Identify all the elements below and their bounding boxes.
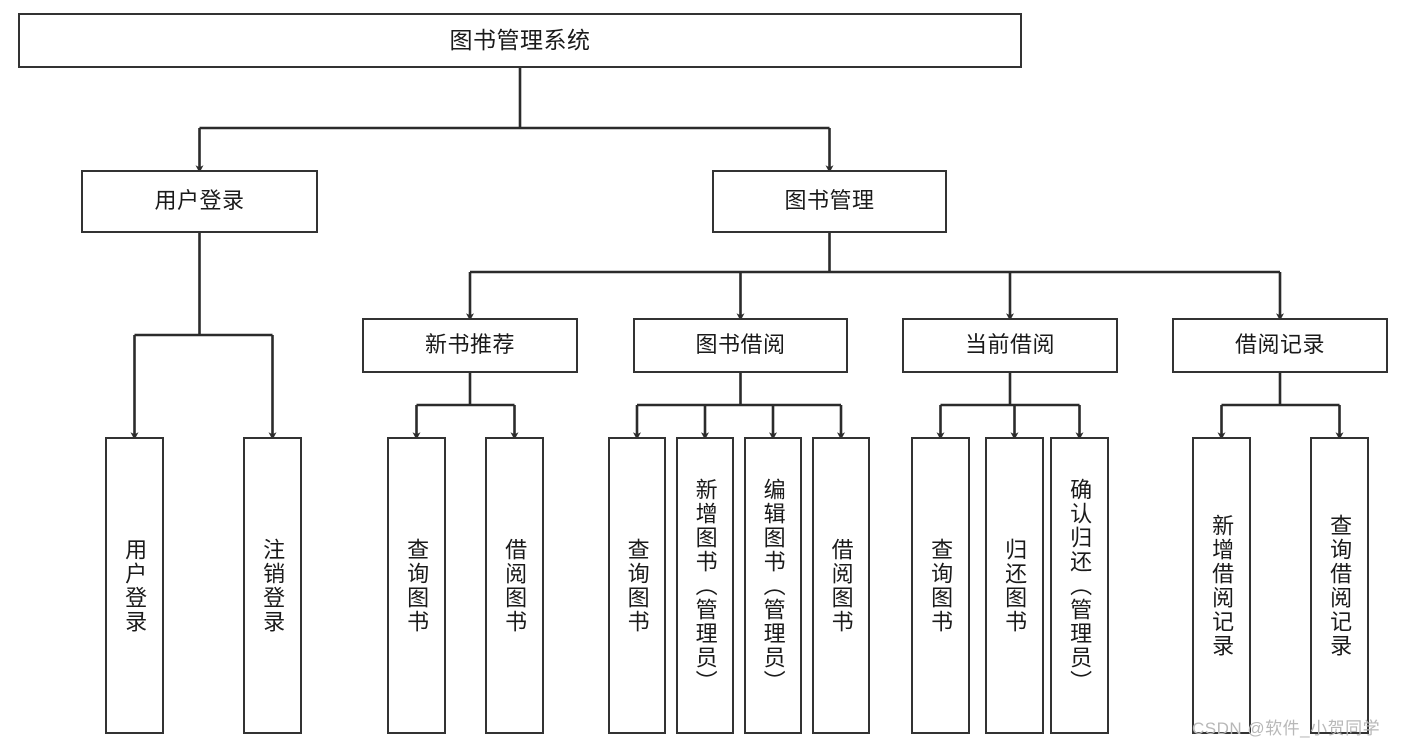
csdn-watermark: CSDN @软件_小贺同学 [1192, 719, 1381, 738]
node-leaf-user-login[interactable]: 用户登录 [105, 437, 164, 734]
node-label: 新书推荐 [424, 332, 515, 358]
node-newbook[interactable]: 新书推荐 [362, 318, 578, 373]
node-label: 新增图书（管理员） [692, 477, 718, 694]
node-label: 查询借阅记录 [1327, 513, 1353, 658]
node-label: 注销登录 [260, 537, 286, 634]
node-label: 借阅记录 [1234, 332, 1325, 358]
node-label: 用户登录 [122, 537, 148, 634]
node-label: 图书借阅 [695, 332, 786, 358]
node-borrow[interactable]: 图书借阅 [633, 318, 848, 373]
node-label: 查询图书 [928, 537, 954, 634]
node-leaf-query-book-3[interactable]: 查询图书 [911, 437, 970, 734]
node-label: 图书管理系统 [449, 26, 591, 53]
node-leaf-add-book[interactable]: 新增图书（管理员） [676, 437, 734, 734]
node-records[interactable]: 借阅记录 [1172, 318, 1388, 373]
node-leaf-borrow-book-2[interactable]: 借阅图书 [812, 437, 870, 734]
node-label: 图书管理 [784, 188, 875, 214]
node-label: 当前借阅 [964, 332, 1055, 358]
node-label: 查询图书 [404, 537, 430, 634]
node-current[interactable]: 当前借阅 [902, 318, 1118, 373]
node-root[interactable]: 图书管理系统 [18, 13, 1022, 68]
node-leaf-edit-book[interactable]: 编辑图书（管理员） [744, 437, 802, 734]
node-leaf-logout[interactable]: 注销登录 [243, 437, 302, 734]
node-leaf-add-record[interactable]: 新增借阅记录 [1192, 437, 1251, 734]
node-bookmgmt[interactable]: 图书管理 [712, 170, 947, 233]
node-label: 归还图书 [1002, 537, 1028, 634]
node-label: 编辑图书（管理员） [760, 477, 786, 694]
node-label: 借阅图书 [828, 537, 854, 634]
node-label: 新增借阅记录 [1209, 513, 1235, 658]
node-login[interactable]: 用户登录 [81, 170, 318, 233]
node-leaf-confirm-return[interactable]: 确认归还（管理员） [1050, 437, 1109, 734]
node-leaf-query-book-2[interactable]: 查询图书 [608, 437, 666, 734]
node-label: 用户登录 [154, 188, 245, 214]
node-leaf-borrow-book-1[interactable]: 借阅图书 [485, 437, 544, 734]
node-leaf-query-record[interactable]: 查询借阅记录 [1310, 437, 1369, 734]
node-leaf-return-book[interactable]: 归还图书 [985, 437, 1044, 734]
node-label: 查询图书 [624, 537, 650, 634]
node-leaf-query-book-1[interactable]: 查询图书 [387, 437, 446, 734]
node-label: 借阅图书 [502, 537, 528, 634]
node-label: 确认归还（管理员） [1067, 477, 1093, 694]
